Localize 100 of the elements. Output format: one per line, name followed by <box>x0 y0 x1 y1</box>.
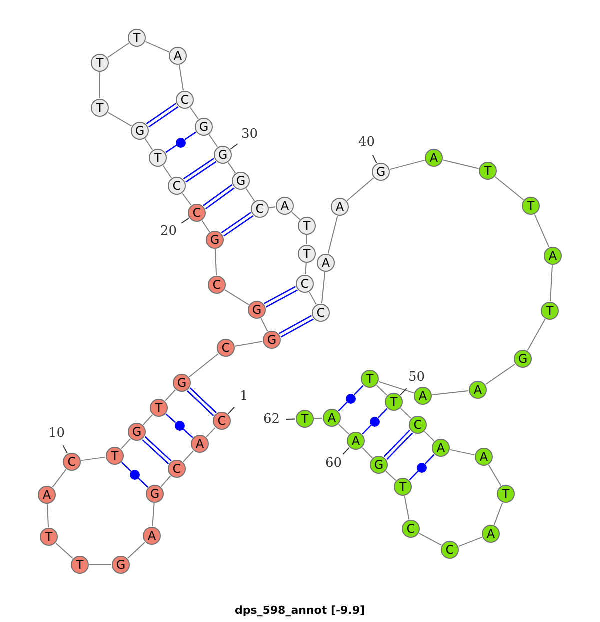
nucleotide-circle: C <box>402 520 420 538</box>
nucleotide-circle: C <box>176 91 194 109</box>
backbone-line <box>376 385 388 396</box>
backbone-line <box>145 41 170 53</box>
nucleotide-circle: C <box>208 276 226 294</box>
backbone-line <box>550 264 553 302</box>
diagram-title: dps_598_annot [-9.9] <box>234 604 366 617</box>
nucleotide-circle: A <box>425 149 443 167</box>
nucleotide-circle: C <box>441 541 459 559</box>
base-pair-line <box>138 478 149 488</box>
base-pair-line <box>338 402 348 412</box>
backbone-line <box>56 542 74 560</box>
nucleotide-circle: A <box>469 381 487 399</box>
backbone-line <box>46 504 50 528</box>
nucleotide-circle: T <box>497 485 515 503</box>
backbone-line <box>494 176 524 200</box>
nucleotide-circle: C <box>312 304 330 322</box>
nucleotide-circle: A <box>38 486 56 504</box>
backbone-line <box>386 470 396 482</box>
leader-line <box>342 447 350 455</box>
base-pair-line <box>166 144 178 154</box>
backbone-line <box>234 341 264 347</box>
nucleotide-circle: G <box>248 301 266 319</box>
backbone-line <box>182 193 192 206</box>
backbone-line <box>424 431 435 442</box>
nucleotide-circle: C <box>409 416 427 434</box>
nucleotide-circle: C <box>168 460 186 478</box>
nucleotide-circle: T <box>394 478 412 496</box>
nucleotide-circle: T <box>296 410 314 428</box>
nucleotide-circle: T <box>149 149 167 167</box>
position-number: 10 <box>48 427 66 441</box>
backbone-line <box>188 353 220 378</box>
backbone-line <box>228 162 236 174</box>
nucleotide-circle: G <box>112 556 130 574</box>
position-number: 20 <box>160 225 178 239</box>
nucleotide-circle: G <box>146 485 164 503</box>
nucleotide-circle: A <box>544 247 562 265</box>
backbone-line <box>400 408 412 419</box>
backbone-line <box>89 564 112 566</box>
nucleotide-circle: G <box>195 118 213 136</box>
base-pair-line <box>409 470 419 481</box>
leader-line <box>286 418 296 420</box>
pair-dot <box>174 421 184 431</box>
nucleotide-circle: G <box>372 163 390 181</box>
backbone-line <box>179 64 184 92</box>
nucleotide-circle: A <box>347 432 365 450</box>
position-number: 50 <box>408 371 426 385</box>
base-pair-line <box>183 158 217 183</box>
backbone-line <box>120 438 132 450</box>
nucleotide-circle: A <box>317 254 335 272</box>
backbone-line <box>52 469 67 488</box>
leader-line <box>372 154 378 164</box>
nucleotide-circle: T <box>479 162 497 180</box>
backbone-line <box>160 476 172 488</box>
nucleotide-circle: G <box>206 231 224 249</box>
nucleotide-circle: T <box>91 54 109 72</box>
base-pair-line <box>202 184 236 210</box>
nucleotide-circle: A <box>143 527 161 545</box>
position-number: 62 <box>264 413 280 427</box>
backbone-line <box>450 449 476 456</box>
nucleotide-circle: A <box>414 387 432 405</box>
backbone-line <box>404 496 410 520</box>
leader-line <box>400 388 408 396</box>
backbone-line <box>107 42 130 58</box>
leader-line <box>230 144 238 150</box>
base-pair-line <box>264 286 298 308</box>
backbone-line <box>162 165 172 179</box>
backbone-line <box>442 160 480 170</box>
backbone-line <box>314 418 323 420</box>
pair-dot <box>346 394 356 404</box>
backbone-line <box>527 318 546 352</box>
base-pair-line <box>278 315 314 338</box>
base-pair-line <box>166 414 176 424</box>
pair-dot <box>417 462 427 472</box>
nucleotide-circle: G <box>214 146 232 164</box>
base-pair-line <box>362 424 372 435</box>
leader-line <box>228 406 235 414</box>
base-pair-line <box>142 436 172 465</box>
backbone-line <box>488 464 502 486</box>
backbone-line <box>328 216 338 254</box>
backbone-line <box>246 188 256 202</box>
backbone-line <box>260 318 268 332</box>
backbone-line <box>144 138 154 151</box>
nucleotide-circle: T <box>298 245 316 263</box>
backbone-line <box>418 533 442 546</box>
backbone-line <box>534 214 550 248</box>
nucleotide-circle: G <box>173 374 191 392</box>
nucleotide-circle: T <box>385 393 403 411</box>
nucleotide-circle: C <box>168 177 186 195</box>
nucleotide-circle: T <box>71 556 89 574</box>
nucleotide-circle: C <box>251 200 269 218</box>
base-pair-line <box>384 430 414 460</box>
backbone-line <box>190 107 200 120</box>
nucleotide-circle: G <box>131 122 149 140</box>
position-number: 60 <box>326 457 342 471</box>
pair-dot <box>130 470 140 480</box>
nucleotide-circle: T <box>522 197 540 215</box>
base-pair-line <box>221 212 254 237</box>
base-pair-line <box>425 454 435 464</box>
base-pair-line <box>121 462 132 472</box>
